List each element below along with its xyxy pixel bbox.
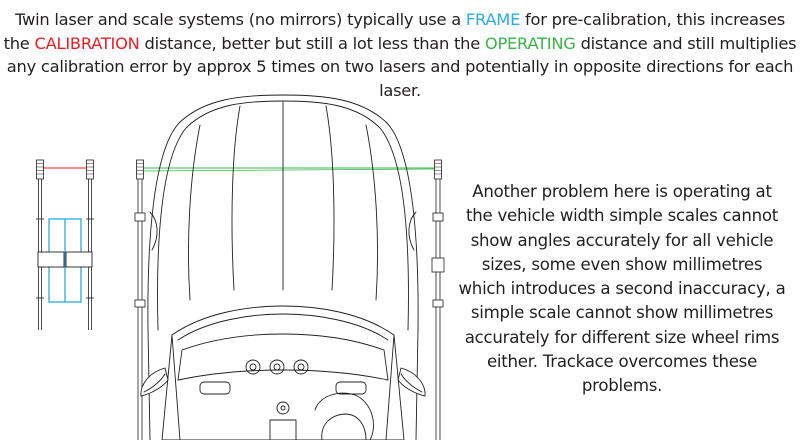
intro-part-3: distance, better but still a lot less th… <box>139 33 485 53</box>
intro-part-1: Twin laser and scale systems (no mirrors… <box>15 10 466 29</box>
intro-part-4: distance and still multiplies any calibr… <box>6 33 797 100</box>
calibration-keyword: CALIBRATION <box>34 33 140 53</box>
left-laser-head-icon <box>36 159 44 180</box>
frame-keyword: FRAME <box>465 10 521 29</box>
intro-text: Twin laser and scale systems (no mirrors… <box>0 8 800 102</box>
right-laser-head-icon <box>86 159 94 180</box>
operating-keyword: OPERATING <box>484 33 576 53</box>
vehicle-right-laser-head-icon <box>434 159 442 180</box>
side-note: Another problem here is operating at the… <box>458 182 786 396</box>
intro-part-2: for pre-calibration, this increases the <box>3 10 786 53</box>
vehicle-right-scale <box>431 159 445 440</box>
frame-calibration-diagram <box>36 159 94 330</box>
frame-wheel-clamps <box>37 251 93 268</box>
car-top-view-icon <box>140 94 426 440</box>
vehicle-left-laser-head-icon <box>136 159 144 180</box>
vehicle-left-scale <box>134 159 146 440</box>
